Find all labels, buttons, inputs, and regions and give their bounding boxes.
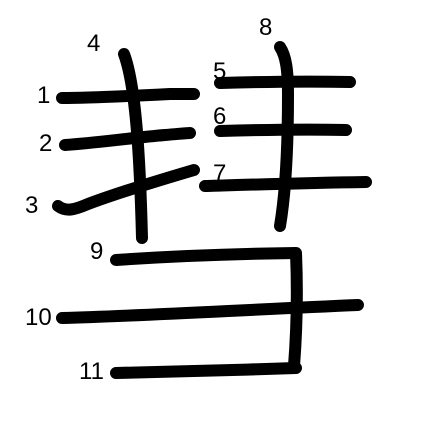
stroke-number-9: 9 [90,238,103,265]
stroke-number-7: 7 [213,160,226,187]
stroke-number-5: 5 [213,58,226,85]
stroke-4 [118,48,148,244]
stroke-number-1: 1 [37,82,50,109]
stroke-number-2: 2 [39,130,52,157]
stroke-7 [199,176,372,192]
stroke-number-10: 10 [25,304,52,331]
stroke-6 [214,123,352,137]
stroke-2 [59,127,196,151]
stroke-8 [274,41,294,232]
stroke-3 [52,164,200,216]
stroke-number-8: 8 [259,14,272,41]
stroke-5 [214,75,356,89]
stroke-number-3: 3 [25,192,38,219]
stroke-number-4: 4 [87,30,100,57]
stroke-10 [56,299,364,324]
stroke-1 [56,88,200,104]
stroke-9 [110,247,303,372]
stroke-number-6: 6 [213,103,226,130]
stroke-11 [110,362,302,379]
stroke-number-11: 11 [79,358,104,385]
